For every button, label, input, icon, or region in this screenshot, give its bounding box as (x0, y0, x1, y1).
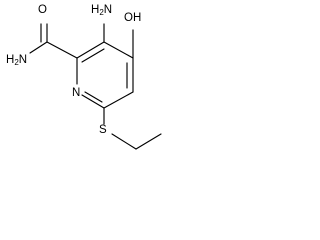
amine-label: H2N (91, 4, 112, 17)
bond-c2-c3-inner (81, 48, 105, 63)
amide-nitrogen-label: H2N (6, 54, 27, 67)
hydroxyl-label: OH (124, 12, 141, 24)
molecule-structure: H2N OH O H2N N S (6, 4, 162, 150)
bond-c2-carbonyl (46, 41, 78, 59)
bond-sulfur-methyl (111, 133, 137, 150)
bond-c3-c4 (103, 41, 134, 59)
bond-carbonyl-amide (29, 41, 48, 54)
bond-c6-n1-inner (84, 91, 103, 103)
ring-nitrogen-label: N (72, 87, 80, 99)
bond-methyl-end (135, 133, 162, 150)
bond-c6-n1 (81, 94, 105, 109)
bond-c2-c3 (76, 41, 105, 59)
pyridine-ring (76, 41, 134, 109)
sulfur-label: S (99, 124, 107, 136)
bond-c5-c6 (103, 91, 134, 109)
carbonyl-oxygen-label: O (38, 4, 47, 16)
